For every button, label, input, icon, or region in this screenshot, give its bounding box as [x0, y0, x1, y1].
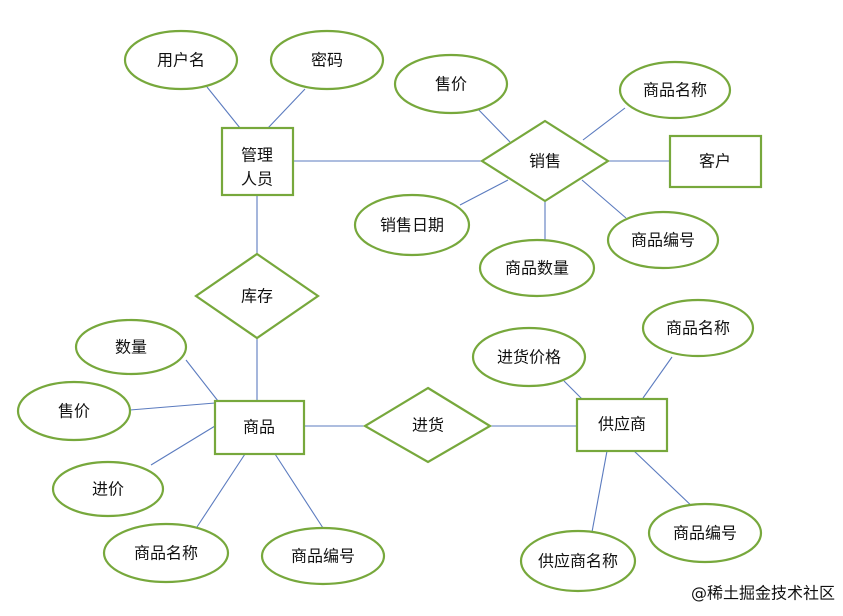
entity-product-label: 商品 [243, 418, 275, 437]
entity-admin-label-line2: 人员 [241, 170, 273, 189]
attribute-sales-quantity-label: 商品数量 [505, 259, 569, 278]
attribute-sales-price: 售价 [393, 53, 509, 115]
attribute-purchase-price: 进货价格 [471, 326, 587, 388]
edge-cost-product [150, 425, 216, 466]
attribute-product-price-label: 售价 [58, 402, 90, 421]
attribute-sales-product-id: 商品编号 [606, 210, 720, 270]
attribute-product-name-label: 商品名称 [134, 544, 198, 563]
attribute-product-name: 商品名称 [102, 522, 230, 584]
entity-customer-label: 客户 [699, 152, 731, 171]
edge-salesdate-sales [459, 179, 509, 206]
entity-admin-label-line1: 管理 [241, 146, 273, 165]
relationship-sales: 销售 [479, 119, 611, 203]
watermark: @稀土掘金技术社区 [691, 584, 835, 603]
edge-supplier-productname [642, 356, 673, 399]
attribute-supplier-product-name: 商品名称 [641, 298, 755, 358]
attribute-username: 用户名 [123, 29, 239, 91]
attribute-product-price: 售价 [16, 380, 132, 442]
attribute-sales-product-name-label: 商品名称 [643, 81, 707, 100]
entity-supplier-label: 供应商 [598, 415, 646, 434]
attribute-supplier-product-id: 商品编号 [647, 502, 763, 564]
entity-supplier: 供应商 [575, 397, 669, 453]
attribute-product-cost-label: 进价 [92, 480, 124, 499]
attribute-product-quantity-label: 数量 [115, 338, 147, 357]
attribute-supplier-product-id-label: 商品编号 [673, 524, 737, 543]
attribute-supplier-name: 供应商名称 [519, 529, 637, 593]
edge-supplier-productid [632, 449, 698, 512]
relationship-purchase: 进货 [362, 386, 493, 464]
edge-price-product [129, 402, 216, 411]
entity-admin: 管理 人员 [220, 126, 295, 197]
entity-customer: 客户 [668, 134, 763, 189]
edge-quantity-product [185, 359, 219, 402]
attribute-product-id-label: 商品编号 [291, 547, 355, 566]
edge-productid-product [274, 453, 324, 529]
attribute-sales-date: 销售日期 [353, 193, 471, 257]
attribute-sales-product-id-label: 商品编号 [631, 231, 695, 250]
attribute-password-label: 密码 [311, 51, 343, 70]
edge-sales-productid [581, 179, 627, 219]
edge-supplier-suppliername [591, 450, 608, 533]
edge-username-admin [206, 86, 241, 129]
relationship-inventory: 库存 [194, 252, 320, 340]
attribute-product-quantity: 数量 [74, 318, 188, 376]
relationship-purchase-label: 进货 [412, 416, 444, 435]
relationship-sales-label: 销售 [529, 152, 561, 171]
attribute-product-cost: 进价 [51, 460, 165, 518]
connector-lines [129, 86, 698, 533]
attribute-username-label: 用户名 [157, 51, 205, 70]
edge-price-sales [473, 104, 511, 143]
attribute-sales-quantity: 商品数量 [478, 238, 596, 298]
attribute-sales-date-label: 销售日期 [380, 216, 444, 235]
attribute-sales-product-name: 商品名称 [618, 60, 732, 120]
attribute-password: 密码 [269, 29, 385, 91]
attribute-product-id: 商品编号 [260, 526, 386, 586]
entity-product: 商品 [213, 399, 306, 456]
attribute-sales-price-label: 售价 [435, 75, 467, 94]
attribute-purchase-price-label: 进货价格 [497, 348, 561, 367]
attribute-supplier-name-label: 供应商名称 [538, 552, 618, 571]
edge-sales-productname [582, 107, 626, 141]
edge-password-admin [267, 88, 306, 129]
relationship-inventory-label: 库存 [241, 287, 273, 306]
attribute-supplier-product-name-label: 商品名称 [666, 319, 730, 338]
edge-productname-product [194, 453, 246, 531]
edge-purchaseprice-supplier [563, 380, 583, 400]
